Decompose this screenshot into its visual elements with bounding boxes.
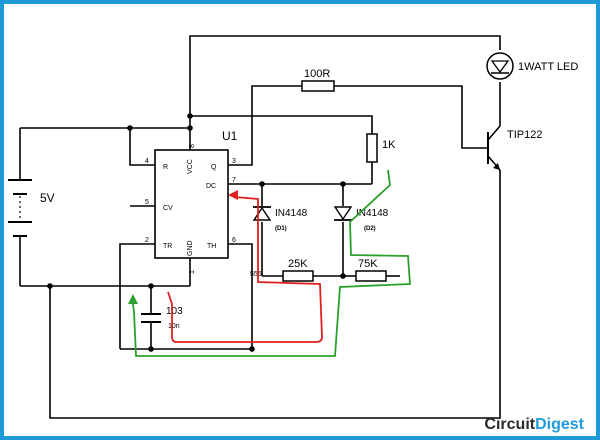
junction-dot xyxy=(148,283,154,289)
wire-th xyxy=(228,243,253,349)
diode-d2-part: IN4148 xyxy=(356,208,389,219)
junction-dot xyxy=(47,283,53,289)
resistor-1k xyxy=(366,133,378,163)
pin-name-gnd: GND xyxy=(187,240,194,256)
pin-name-th: TH xyxy=(207,243,216,250)
resistor-25k-label: 25K xyxy=(288,258,308,270)
resistor-1k-label: 1K xyxy=(382,139,396,151)
pin-num-cv: 5 xyxy=(145,199,149,206)
capacitor-value-label: 103 xyxy=(166,306,183,317)
ic-ref-label: U1 xyxy=(222,129,238,143)
pin-name-dc: DC xyxy=(206,183,216,190)
resistor-75k xyxy=(355,270,387,282)
capacitor-103 xyxy=(141,313,161,323)
junction-dot xyxy=(187,113,193,119)
charge-path-arrow xyxy=(228,190,238,200)
transistor-symbol xyxy=(487,125,501,171)
junction-dot xyxy=(127,125,133,131)
wire-reset xyxy=(129,128,155,166)
junction-dot xyxy=(259,181,265,187)
transistor-label: TIP122 xyxy=(507,129,542,141)
pin-num-vcc: 8 xyxy=(189,144,196,148)
pin-name-cv: CV xyxy=(163,205,173,212)
diode-d2-ref: (D2) xyxy=(364,226,376,232)
resistor-75k-label: 75K xyxy=(358,258,378,270)
diode-d2 xyxy=(333,206,353,221)
junction-dot xyxy=(249,346,255,352)
wire-vcc-to-led xyxy=(189,35,501,128)
junction-dot xyxy=(340,273,346,279)
pin-num-dc: 7 xyxy=(232,177,236,184)
pin-name-r: R xyxy=(163,164,168,171)
junction-dot xyxy=(148,346,154,352)
pin-name-q: Q xyxy=(211,164,217,171)
wire-q-out xyxy=(228,85,302,166)
brand-logo: CircuitDigest xyxy=(484,416,584,433)
junction-dot xyxy=(187,125,193,131)
ic-part-label: 555 xyxy=(250,271,262,278)
wires xyxy=(19,35,501,419)
diode-d1-ref: (D1) xyxy=(275,226,287,232)
discharge-path-line xyxy=(132,169,411,357)
junctions xyxy=(47,113,346,352)
diode-d1-part: IN4148 xyxy=(275,208,308,219)
timer-ic-body xyxy=(154,149,229,259)
wire-return xyxy=(49,170,501,419)
wire-1k-top xyxy=(190,115,373,134)
resistor-100r-label: 100R xyxy=(304,68,330,80)
junction-dot xyxy=(340,181,346,187)
diode-d1 xyxy=(252,206,272,221)
wire-tr xyxy=(119,243,155,349)
resistor-25k xyxy=(282,270,314,282)
led-symbol xyxy=(486,52,514,80)
discharge-path-arrow xyxy=(128,294,138,304)
pin-num-tr: 2 xyxy=(145,237,149,244)
pin-num-q: 3 xyxy=(232,158,236,165)
led-label: 1WATT LED xyxy=(518,61,578,73)
battery-symbol xyxy=(8,179,32,237)
pin-num-th: 6 xyxy=(232,237,236,244)
charge-path-line xyxy=(167,196,323,343)
battery-label: 5V xyxy=(40,191,55,205)
pin-num-r: 4 xyxy=(145,158,149,165)
capacitor-sub-label: 10n xyxy=(168,323,180,330)
pin-name-vcc: VCC xyxy=(187,159,194,174)
wire-base xyxy=(334,85,488,149)
pin-num-gnd: 1 xyxy=(189,270,196,274)
pin-name-tr: TR xyxy=(163,243,172,250)
resistor-100r xyxy=(301,80,335,92)
